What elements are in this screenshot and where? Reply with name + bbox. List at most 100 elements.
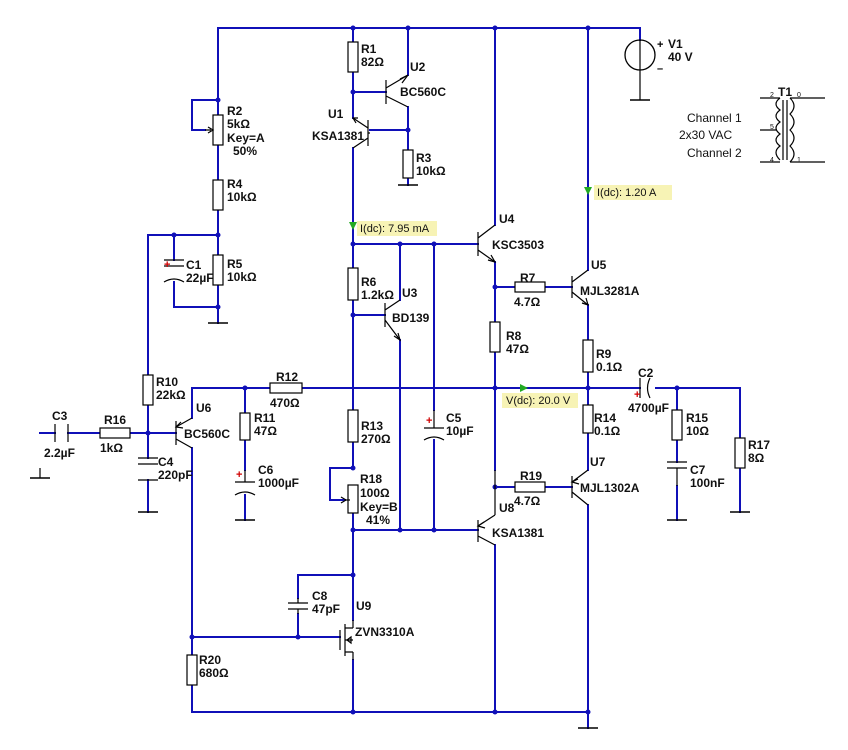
r20-value: 680Ω: [199, 666, 229, 680]
svg-text:+: +: [426, 415, 432, 427]
r18-pct: 41%: [366, 513, 390, 527]
r12-value: 470Ω: [270, 396, 300, 410]
c5-ref: C5: [446, 411, 462, 425]
u7-value: MJL1302A: [580, 481, 640, 495]
c8-ref: C8: [312, 589, 328, 603]
u3-value: BD139: [392, 311, 430, 325]
u6-ref: U6: [196, 401, 212, 415]
r19-body: [514, 481, 546, 493]
r15-body: [671, 409, 683, 441]
u8-ref: U8: [499, 501, 515, 515]
r5-ref: R5: [227, 257, 243, 271]
c2-ref: C2: [638, 366, 654, 380]
r14-ref: R14: [594, 411, 616, 425]
r16-body: [99, 427, 131, 439]
r2-pct: 50%: [233, 144, 257, 158]
v1-plus: +: [657, 39, 663, 51]
c3-ref: C3: [52, 409, 68, 423]
u9-ref: U9: [356, 599, 372, 613]
t1-pin-4: 4: [770, 157, 774, 164]
t1-pin-1: 1: [797, 157, 801, 164]
r17-value: 8Ω: [748, 451, 765, 465]
r13-ref: R13: [361, 419, 383, 433]
u1-symbol: [351, 117, 370, 149]
u2-symbol: [385, 74, 409, 108]
r19-ref: R19: [520, 469, 542, 483]
r6-value: 1.2kΩ: [361, 288, 394, 302]
c8-symbol: [288, 602, 308, 610]
wires: [39, 27, 741, 729]
r1-value: 82Ω: [361, 55, 384, 69]
r2-value: 5kΩ: [227, 117, 250, 131]
u4-ref: U4: [499, 212, 515, 226]
v1-ref: V1: [668, 37, 683, 51]
r6-body: [347, 267, 359, 301]
r7-ref: R7: [520, 271, 536, 285]
r4-value: 10kΩ: [227, 190, 257, 204]
t1-transformer: [760, 97, 825, 163]
u2-value: BC560C: [400, 85, 446, 99]
r9-value: 0.1Ω: [596, 360, 623, 374]
r3-body: [402, 149, 414, 179]
r3-value: 10kΩ: [416, 164, 446, 178]
junctions: [145, 25, 680, 715]
r11-body: [239, 412, 251, 441]
t1-pin-0: 0: [797, 92, 801, 99]
probe-voltage-midpoint: V(dc): 20.0 V: [506, 395, 571, 407]
r18-value: 100Ω: [360, 486, 390, 500]
r15-value: 10Ω: [686, 424, 709, 438]
u5-ref: U5: [591, 258, 607, 272]
r2-body: [212, 114, 224, 146]
c1-ref: C1: [186, 258, 202, 272]
probes: I(dc): 1.20 A I(dc): 7.95 mA V(dc): 20.0…: [349, 185, 672, 408]
r10-ref: R10: [156, 375, 178, 389]
u7-ref: U7: [590, 455, 606, 469]
ground-symbols: [30, 99, 750, 729]
t1-ref: T1: [778, 85, 792, 99]
c6-symbol: [234, 481, 256, 496]
r20-ref: R20: [199, 653, 221, 667]
r19-value: 4.7Ω: [514, 494, 541, 508]
c4-symbol: [138, 457, 158, 481]
r7-value: 4.7Ω: [514, 295, 541, 309]
t1-rating: 2x30 VAC: [679, 128, 732, 142]
c6-ref: C6: [258, 463, 274, 477]
u7-symbol: [570, 469, 589, 506]
r15-ref: R15: [686, 411, 708, 425]
u5-value: MJL3281A: [580, 284, 640, 298]
r17-ref: R17: [748, 438, 770, 452]
u9-symbol: [339, 620, 354, 660]
c3-symbol: [54, 424, 69, 442]
r8-body: [489, 321, 501, 353]
r7-body: [514, 281, 546, 293]
c2-value: 4700µF: [628, 401, 669, 415]
r9-body: [582, 339, 594, 373]
r16-ref: R16: [104, 413, 126, 427]
c2-symbol: [639, 377, 651, 399]
u3-ref: U3: [402, 286, 418, 300]
u4-symbol: [477, 224, 497, 263]
r1-body: [347, 41, 359, 73]
r8-ref: R8: [506, 329, 522, 343]
r16-value: 1kΩ: [100, 441, 123, 455]
capacitors: [54, 259, 687, 614]
r11-value: 47Ω: [254, 424, 277, 438]
r18-key: Key=B: [360, 500, 398, 514]
r18-ref: R18: [360, 472, 382, 486]
u1-ref: U1: [328, 107, 344, 121]
r20-body: [186, 654, 198, 686]
v1-minus: –: [657, 63, 663, 75]
c4-ref: C4: [158, 455, 174, 469]
c6-value: 1000µF: [258, 476, 299, 490]
r9-ref: R9: [596, 347, 612, 361]
u9-value: ZVN3310A: [355, 625, 415, 639]
t1-channel2: Channel 2: [687, 146, 742, 160]
u6-symbol: [174, 417, 193, 449]
r14-body: [582, 404, 594, 434]
r12-ref: R12: [276, 370, 298, 384]
u5-symbol: [571, 269, 589, 306]
r4-body: [212, 179, 224, 211]
resistors: [99, 41, 746, 686]
